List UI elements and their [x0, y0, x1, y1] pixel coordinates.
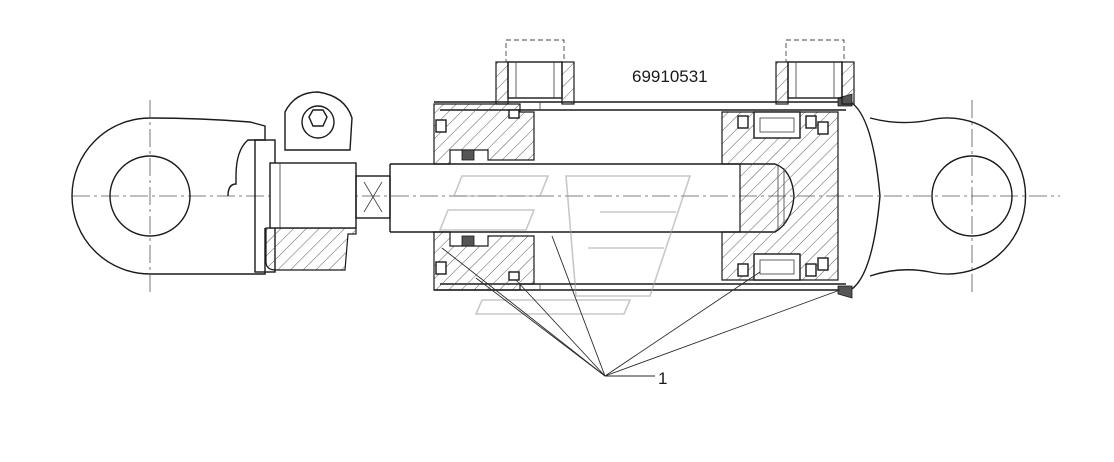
watermark-logo [438, 175, 692, 315]
part-number-label: 69910531 [632, 67, 708, 86]
right-eye-mount [869, 100, 1027, 292]
rod-clevis-body [269, 162, 357, 229]
port-left [495, 39, 575, 105]
callout-leaders [441, 235, 841, 377]
gland-head [433, 103, 535, 165]
piston-rod [389, 163, 795, 233]
piston-seal-upper [753, 111, 801, 139]
end-cap [845, 99, 881, 293]
piston [721, 111, 839, 281]
piston-seal-lower [753, 253, 801, 281]
rod-clevis-block [265, 227, 357, 271]
port-right [775, 39, 855, 105]
callout-label-1: 1 [658, 369, 667, 388]
